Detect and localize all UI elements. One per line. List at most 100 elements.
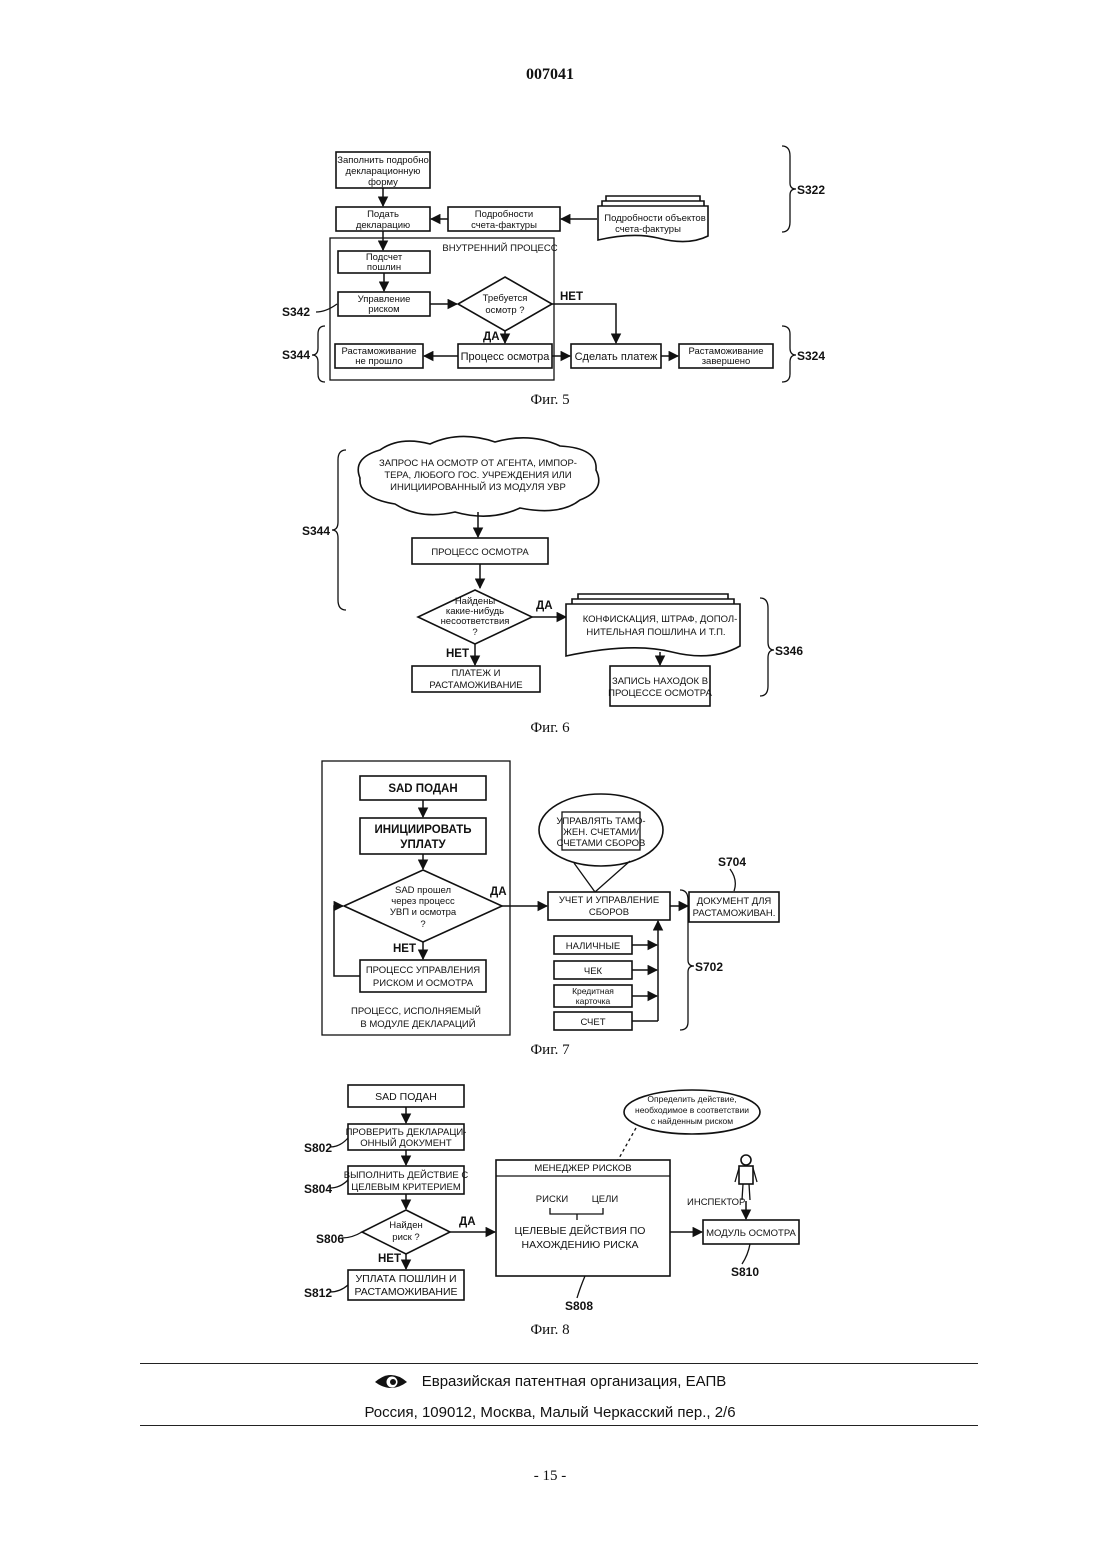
fig7-doc-line2: РАСТАМОЖИВАН. [693, 908, 776, 919]
fig6-cloud-line2: ТЕРА, ЛЮБОГО ГОС. УЧРЕЖДЕНИЯ ИЛИ [384, 470, 571, 481]
svg-text:декларационную: декларационную [346, 166, 421, 177]
fig6-cloud-line1: ЗАПРОС НА ОСМОТР ОТ АГЕНТА, ИМПОР- [379, 458, 577, 469]
figure-8: SAD ПОДАН ПРОВЕРИТЬ ДЕКЛАРАЦИ- ОННЫЙ ДОК… [304, 1085, 799, 1338]
fig7-oval-line3: СЧЕТАМИ СБОРОВ [557, 838, 646, 849]
fig7-oval-line2: ЖЕН. СЧЕТАМИ/ [563, 827, 639, 838]
fig8-action-line1: ВЫПОЛНИТЬ ДЕЙСТВИЕ С [344, 1169, 469, 1181]
fig5-internal-label: ВНУТРЕННИЙ ПРОЦЕСС [442, 242, 557, 254]
fig8-inspector-label: ИНСПЕКТОР [687, 1197, 745, 1208]
fig8-ref-s802: S802 [304, 1141, 332, 1155]
fig6-no-label: НЕТ [446, 648, 469, 660]
fig7-acc-line1: УЧЕТ И УПРАВЛЕНИЕ [559, 895, 659, 906]
fig5-submit-line2: декларацию [356, 220, 410, 231]
fig7-card-line2: карточка [576, 996, 611, 1006]
footer-org-text: Евразийская патентная организация, ЕАПВ [422, 1373, 727, 1390]
fig5-done-line2: завершено [702, 356, 751, 367]
fig8-module-label: МОДУЛЬ ОСМОТРА [706, 1228, 796, 1239]
fig5-yes-label: ДА [483, 331, 500, 343]
fig6-found-line4: ? [472, 627, 477, 638]
fig7-init-line1: ИНИЦИИРОВАТЬ [375, 824, 472, 836]
figure-6: ЗАПРОС НА ОСМОТР ОТ АГЕНТА, ИМПОР- ТЕРА,… [302, 436, 803, 736]
fig7-cash-label: НАЛИЧНЫЕ [566, 941, 620, 952]
fig8-ref-s812: S812 [304, 1286, 332, 1300]
fig5-need-line2: осмотр ? [485, 305, 524, 316]
fig7-passed-line3: УВП и осмотра [390, 907, 457, 918]
fig7-no-label: НЕТ [393, 943, 416, 955]
fig5-objects-line2: счета-фактуры [615, 224, 681, 235]
fig7-caption: Фиг. 7 [530, 1042, 570, 1058]
fig7-oval-line1: УПРАВЛЯТЬ ТАМО- [556, 816, 645, 827]
fig7-ref-s702: S702 [695, 960, 723, 974]
fig5-invoice-line1: Подробности [475, 209, 533, 220]
fig5-ref-s342: S342 [282, 305, 310, 319]
fig5-ref-s322: S322 [797, 183, 825, 197]
fig8-sad-label: SAD ПОДАН [375, 1091, 437, 1103]
fig5-ref-s344: S344 [282, 348, 310, 362]
fig6-record-line1: ЗАПИСЬ НАХОДОК В [612, 676, 708, 687]
fig6-payment-line1: ПЛАТЕЖ И [451, 668, 500, 679]
fig8-verify-line2: ОННЫЙ ДОКУМЕНТ [360, 1137, 452, 1149]
fig5-fill-form-line2: декларационную [346, 166, 421, 177]
fig7-bill-label: СЧЕТ [580, 1017, 605, 1028]
fig6-inspect-label: ПРОЦЕСС ОСМОТРА [431, 547, 529, 558]
fig8-caption: Фиг. 8 [530, 1322, 569, 1338]
inspector-person-icon [735, 1155, 757, 1200]
fig5-invoice-line2: счета-фактуры [471, 220, 537, 231]
fig5-duty-line2: пошлин [367, 262, 401, 273]
page-number: - 15 - [0, 1468, 1100, 1485]
fig8-target-line2: НАХОЖДЕНИЮ РИСКА [522, 1239, 639, 1251]
fig8-found-line2: риск ? [392, 1232, 419, 1243]
fig7-acc-line2: СБОРОВ [589, 907, 629, 918]
risk-manager-window [496, 1160, 670, 1276]
fig6-record-line2: ПРОЦЕССЕ ОСМОТРА [608, 688, 712, 699]
fig6-ref-s344: S344 [302, 524, 330, 538]
fig5-caption: Фиг. 5 [530, 392, 569, 408]
fig7-check-label: ЧЕК [584, 966, 603, 977]
fig5-risk-line2: риском [368, 304, 399, 315]
fig7-sad-label: SAD ПОДАН [388, 783, 457, 795]
figure-5: Заполнить подробно декларационную форму … [282, 146, 825, 408]
fig8-verify-line1: ПРОВЕРИТЬ ДЕКЛАРАЦИ- [346, 1127, 467, 1138]
fig5-submit-line1: Подать [367, 209, 399, 220]
footer-bottom-rule [140, 1425, 978, 1426]
fig5-ref-s324: S324 [797, 349, 825, 363]
fig8-target-line1: ЦЕЛЕВЫЕ ДЕЙСТВИЯ ПО [515, 1224, 646, 1237]
fig6-payment-line2: РАСТАМОЖИВАНИЕ [429, 680, 522, 691]
need-inspection-diamond [458, 277, 552, 331]
fig5-inspect-label: Процесс осмотра [461, 351, 551, 363]
fig6-yes-label: ДА [536, 600, 553, 612]
fig8-no-label: НЕТ [378, 1253, 401, 1265]
fig7-passed-line1: SAD прошел [395, 885, 451, 896]
fig7-module-line1: ПРОЦЕСС, ИСПОЛНЯЕМЫЙ [351, 1005, 481, 1017]
figure-7: SAD ПОДАН ИНИЦИИРОВАТЬ УПЛАТУ SAD прошел… [322, 761, 779, 1058]
fig6-penalties-line1: КОНФИСКАЦИЯ, ШТРАФ, ДОПОЛ- [583, 614, 738, 625]
fig5-fill-form-line3: форму [368, 177, 398, 188]
fig8-bubble-line2: необходимое в соответствии [635, 1105, 749, 1115]
fig8-ref-s804: S804 [304, 1182, 332, 1196]
svg-text:форму: форму [368, 177, 398, 188]
fig8-found-line1: Найден [389, 1220, 423, 1231]
fig7-card-line1: Кредитная [572, 986, 614, 996]
fig6-found-line3: несоответствия [441, 616, 510, 627]
brace-s324 [782, 326, 796, 382]
fig5-failed-line2: не прошло [355, 356, 402, 367]
fig6-ref-s346: S346 [775, 644, 803, 658]
fig8-ref-s808: S808 [565, 1299, 593, 1313]
footer-top-rule [140, 1363, 978, 1364]
fig6-caption: Фиг. 6 [530, 720, 570, 736]
fig8-ref-s806: S806 [316, 1232, 344, 1246]
fig6-penalties-line2: НИТЕЛЬНАЯ ПОШЛИНА И Т.П. [586, 627, 725, 638]
fig5-no-label: НЕТ [560, 291, 583, 303]
fig5-fill-form-line1: Заполнить подробно [337, 155, 429, 166]
brace-s322 [782, 146, 796, 232]
fig8-pay-line1: УПЛАТА ПОШЛИН И [355, 1273, 456, 1285]
footer-organization: Евразийская патентная организация, ЕАПВ [0, 1372, 1100, 1392]
fig7-module-line2: В МОДУЛЕ ДЕКЛАРАЦИЙ [360, 1018, 475, 1030]
fig8-risks-label: РИСКИ [536, 1194, 569, 1205]
fig8-action-line2: ЦЕЛЕВЫМ КРИТЕРИЕМ [351, 1182, 461, 1193]
fig7-riskproc-line2: РИСКОМ И ОСМОТРА [373, 978, 474, 989]
footer-address: Россия, 109012, Москва, Малый Черкасский… [0, 1404, 1100, 1421]
brace-s346 [760, 598, 774, 696]
fig8-manager-title: МЕНЕДЖЕР РИСКОВ [534, 1163, 631, 1174]
fig7-doc-line1: ДОКУМЕНТ ДЛЯ [697, 896, 772, 907]
